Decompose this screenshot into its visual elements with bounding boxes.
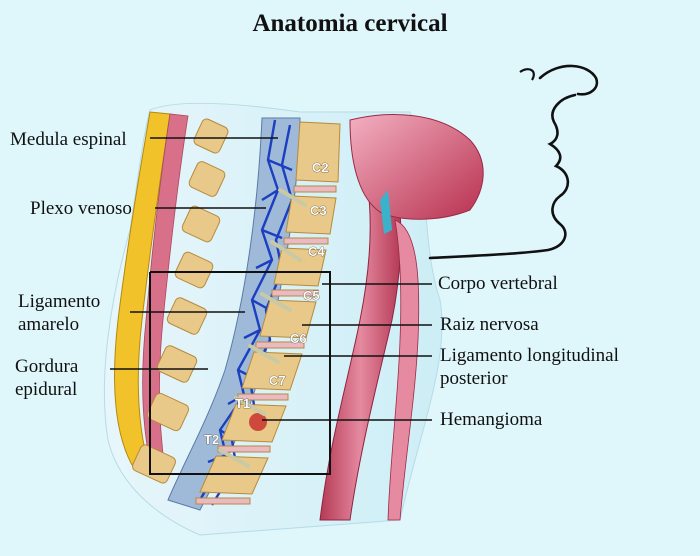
ear-line xyxy=(519,68,535,81)
label-ligamento-longitudinal-posterior: Ligamento longitudinal posterior xyxy=(440,344,619,390)
vertebra-label: T1 xyxy=(235,396,250,411)
label-line: amarelo xyxy=(18,314,80,335)
tongue-muscle xyxy=(349,114,484,220)
vertebra-labels: C2 C3 C4 C5 C6 C7 T1 T2 xyxy=(204,160,329,448)
vertebra-label: C7 xyxy=(269,373,286,388)
anterior-tissue xyxy=(387,219,420,521)
vertebra-label: C3 xyxy=(310,203,327,218)
leader-lines xyxy=(110,137,432,421)
label-ligamento-amarelo: Ligamento amarelo xyxy=(18,290,100,336)
face-profile xyxy=(428,64,599,260)
nerve-roots xyxy=(218,188,307,468)
vertebra-label: T2 xyxy=(204,432,219,447)
diagram-title: Anatomia cervical xyxy=(252,10,448,37)
label-hemangioma: Hemangioma xyxy=(440,409,543,430)
vertebra-label: C5 xyxy=(303,288,320,303)
label-line: Ligamento longitudinal xyxy=(440,345,619,366)
label-medula-espinal: Medula espinal xyxy=(10,129,127,150)
label-gordura-epidural: Gordura epidural xyxy=(15,355,78,401)
label-line: posterior xyxy=(440,368,508,389)
label-plexo-venoso: Plexo venoso xyxy=(30,198,132,219)
vertebra-label: C4 xyxy=(308,244,325,259)
trachea-cartilage xyxy=(380,190,392,234)
highlight-box xyxy=(149,271,331,475)
label-raiz-nervosa: Raiz nervosa xyxy=(440,314,539,335)
label-corpo-vertebral: Corpo vertebral xyxy=(438,273,558,294)
label-line: epidural xyxy=(15,379,78,400)
label-line: Gordura xyxy=(15,356,79,377)
hemangioma-lesion xyxy=(249,413,267,431)
label-line: Ligamento xyxy=(18,291,101,312)
vertebra-label: C2 xyxy=(312,160,329,175)
vertebra-label: C6 xyxy=(290,331,307,346)
